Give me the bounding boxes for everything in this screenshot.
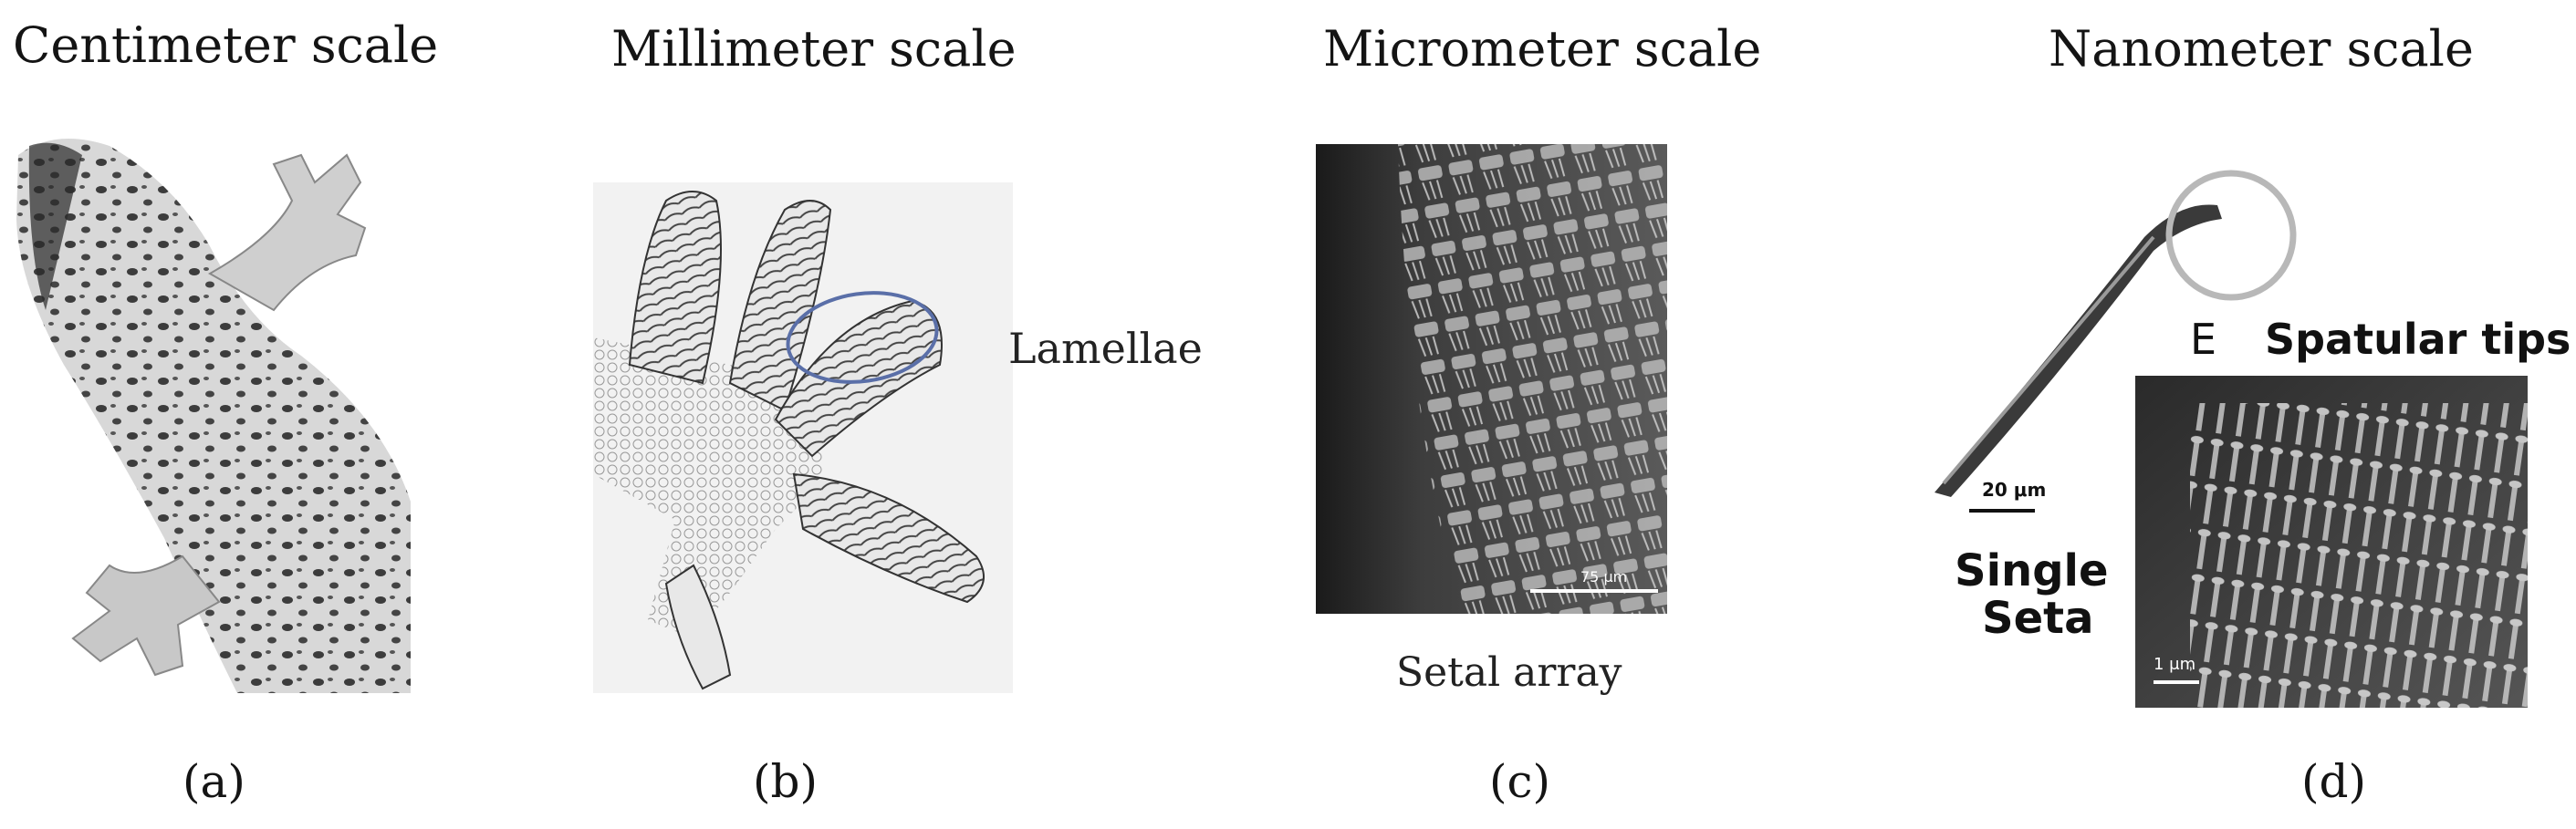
gecko-foot-photo (593, 182, 1013, 693)
panel-d: Nanometer scale 20 μm Single Seta E Spat… (1907, 0, 2576, 829)
panel-d-title: Nanometer scale (2049, 20, 2474, 78)
panel-d-subfig: (d) (2301, 755, 2367, 808)
panel-c: Micrometer scale 75 μm Setal array (c) (1296, 0, 1770, 829)
single-seta-sem (1935, 170, 2297, 513)
panel-b: Millimeter scale Lamellae (b) (584, 0, 1241, 829)
inset-letter-e: E (2190, 315, 2217, 364)
gecko-body-photo (16, 139, 411, 693)
setal-array-caption: Setal array (1396, 649, 1622, 696)
spatular-tips-sem: 1 μm (2135, 376, 2528, 708)
panel-b-subfig: (b) (753, 755, 819, 808)
inset-scalebar-label: 1 μm (2154, 655, 2195, 674)
seta-scalebar-label: 20 μm (1982, 479, 2047, 501)
panel-b-title: Millimeter scale (611, 20, 1017, 78)
lamellae-label: Lamellae (1008, 324, 1203, 373)
panel-c-subfig: (c) (1489, 755, 1551, 808)
panel-a-subfig: (a) (183, 755, 245, 808)
panel-a: Centimeter scale (a) (0, 0, 511, 829)
spatular-tips-label: Spatular tips (2265, 315, 2571, 364)
setal-array-sem: 75 μm (1316, 144, 1667, 614)
panel-c-title: Micrometer scale (1323, 20, 1762, 78)
panel-a-title: Centimeter scale (13, 16, 439, 74)
seta-label-line2: Seta (1982, 593, 2094, 644)
sem-scalebar-label: 75 μm (1580, 568, 1627, 585)
nanometer-circle (2165, 170, 2297, 301)
lamellae-highlight (786, 291, 939, 384)
seta-label-line1: Single (1955, 545, 2109, 596)
